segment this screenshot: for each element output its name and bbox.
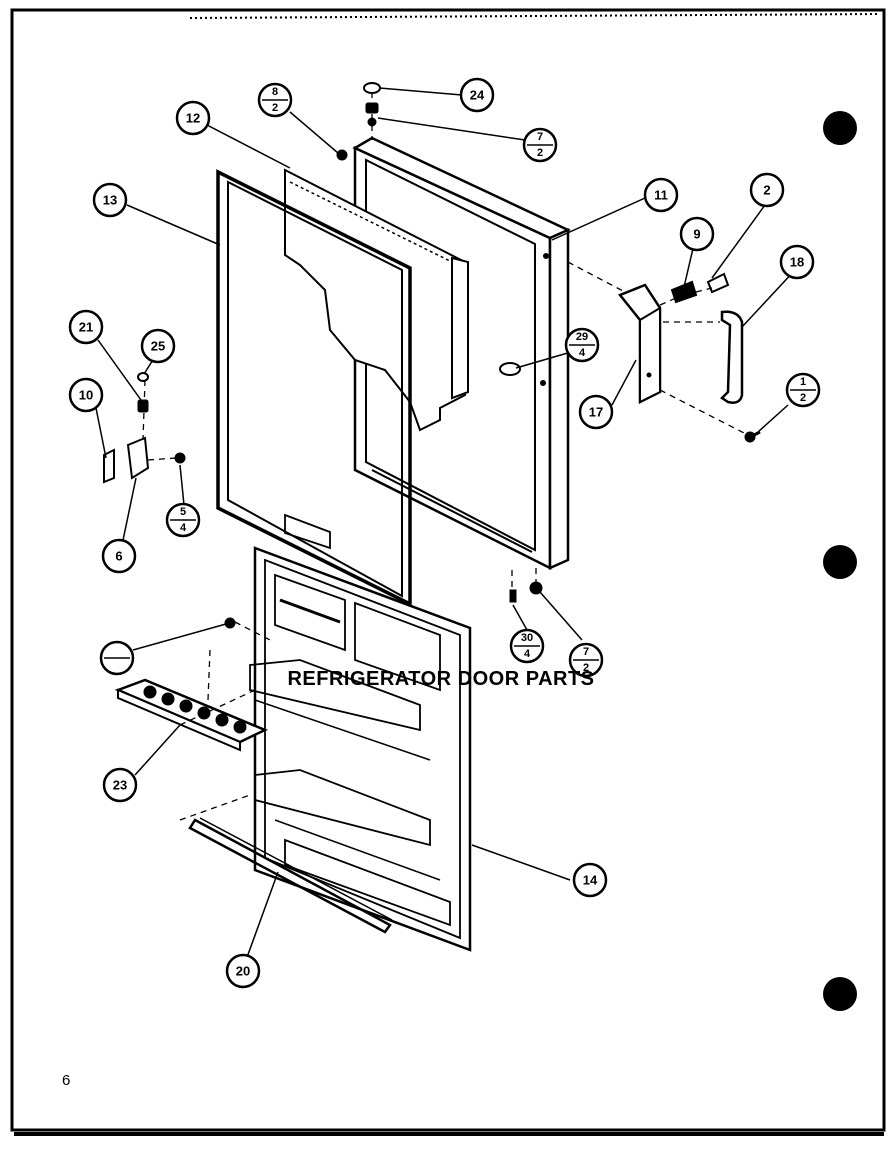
- svg-text:4: 4: [180, 522, 187, 534]
- egg-tray: [114, 678, 269, 752]
- callout-7-2-bottom: 72: [568, 642, 604, 678]
- hardware: [103, 82, 761, 629]
- svg-text:2: 2: [583, 662, 589, 674]
- callout-13: 13: [92, 182, 128, 218]
- callout-14: 14: [572, 862, 608, 898]
- callout-25: 25: [140, 328, 176, 364]
- callout-11: 11: [643, 177, 679, 213]
- svg-text:23: 23: [113, 778, 127, 793]
- svg-text:1: 1: [800, 376, 806, 388]
- svg-text:29: 29: [576, 331, 588, 343]
- callout-21: 21: [68, 309, 104, 345]
- svg-text:11: 11: [654, 188, 668, 203]
- page-number: 6: [62, 1072, 71, 1089]
- callout-10: 10: [68, 377, 104, 413]
- svg-text:9: 9: [693, 227, 700, 242]
- callout-23: 23: [102, 767, 138, 803]
- diagram-title: REFRIGERATOR DOOR PARTS: [287, 668, 595, 690]
- svg-text:2: 2: [763, 183, 770, 198]
- svg-text:30: 30: [521, 632, 533, 644]
- top-scan-edge: [189, 13, 881, 19]
- svg-text:2: 2: [537, 147, 543, 159]
- svg-text:4: 4: [524, 648, 531, 660]
- callout-2: 2: [749, 172, 785, 208]
- door-liner-shelves: [249, 513, 472, 952]
- punch-hole: [823, 545, 857, 579]
- svg-text:7: 7: [537, 131, 543, 143]
- svg-text:12: 12: [186, 111, 200, 126]
- assembly-lines: [142, 92, 749, 821]
- svg-text:21: 21: [79, 320, 93, 335]
- callout-30-4: 304: [509, 628, 545, 664]
- svg-text:8: 8: [272, 86, 278, 98]
- svg-text:14: 14: [583, 873, 598, 888]
- bottom-trim-strip: [188, 817, 393, 934]
- svg-text:6: 6: [115, 549, 122, 564]
- svg-text:2: 2: [800, 392, 806, 404]
- callout-12: 12: [175, 100, 211, 136]
- callout-5-4: 54: [165, 502, 201, 538]
- svg-text:24: 24: [470, 88, 485, 103]
- callout-1-2: 12: [785, 372, 821, 408]
- svg-text:10: 10: [79, 388, 93, 403]
- svg-text:18: 18: [790, 255, 804, 270]
- page-frame: [10, 8, 886, 1132]
- svg-text:5: 5: [180, 506, 186, 518]
- callout-29-4: 294: [564, 327, 600, 363]
- callout-7-2-top: 72: [522, 127, 558, 163]
- door-gasket: [216, 169, 412, 607]
- callout-bubbles: 24 82 72 12 13 11 2 9 18 294 17 12 21 25…: [68, 77, 821, 989]
- callout-22-36: [99, 640, 135, 676]
- inner-door-liner: [284, 168, 469, 432]
- callout-18: 18: [779, 244, 815, 280]
- handle-assembly: [617, 272, 744, 405]
- svg-text:20: 20: [236, 964, 250, 979]
- callout-8-2: 82: [257, 82, 293, 118]
- svg-text:4: 4: [579, 347, 586, 359]
- punch-hole: [823, 111, 857, 145]
- svg-text:7: 7: [583, 646, 589, 658]
- punch-hole: [823, 977, 857, 1011]
- svg-text:17: 17: [589, 405, 603, 420]
- svg-text:13: 13: [103, 193, 117, 208]
- callout-17: 17: [578, 394, 614, 430]
- callout-24: 24: [459, 77, 495, 113]
- svg-text:2: 2: [272, 102, 278, 114]
- callout-6: 6: [101, 538, 137, 574]
- callout-9: 9: [679, 216, 715, 252]
- leader-lines: [95, 87, 796, 961]
- callout-20: 20: [225, 953, 261, 989]
- svg-text:25: 25: [151, 339, 165, 354]
